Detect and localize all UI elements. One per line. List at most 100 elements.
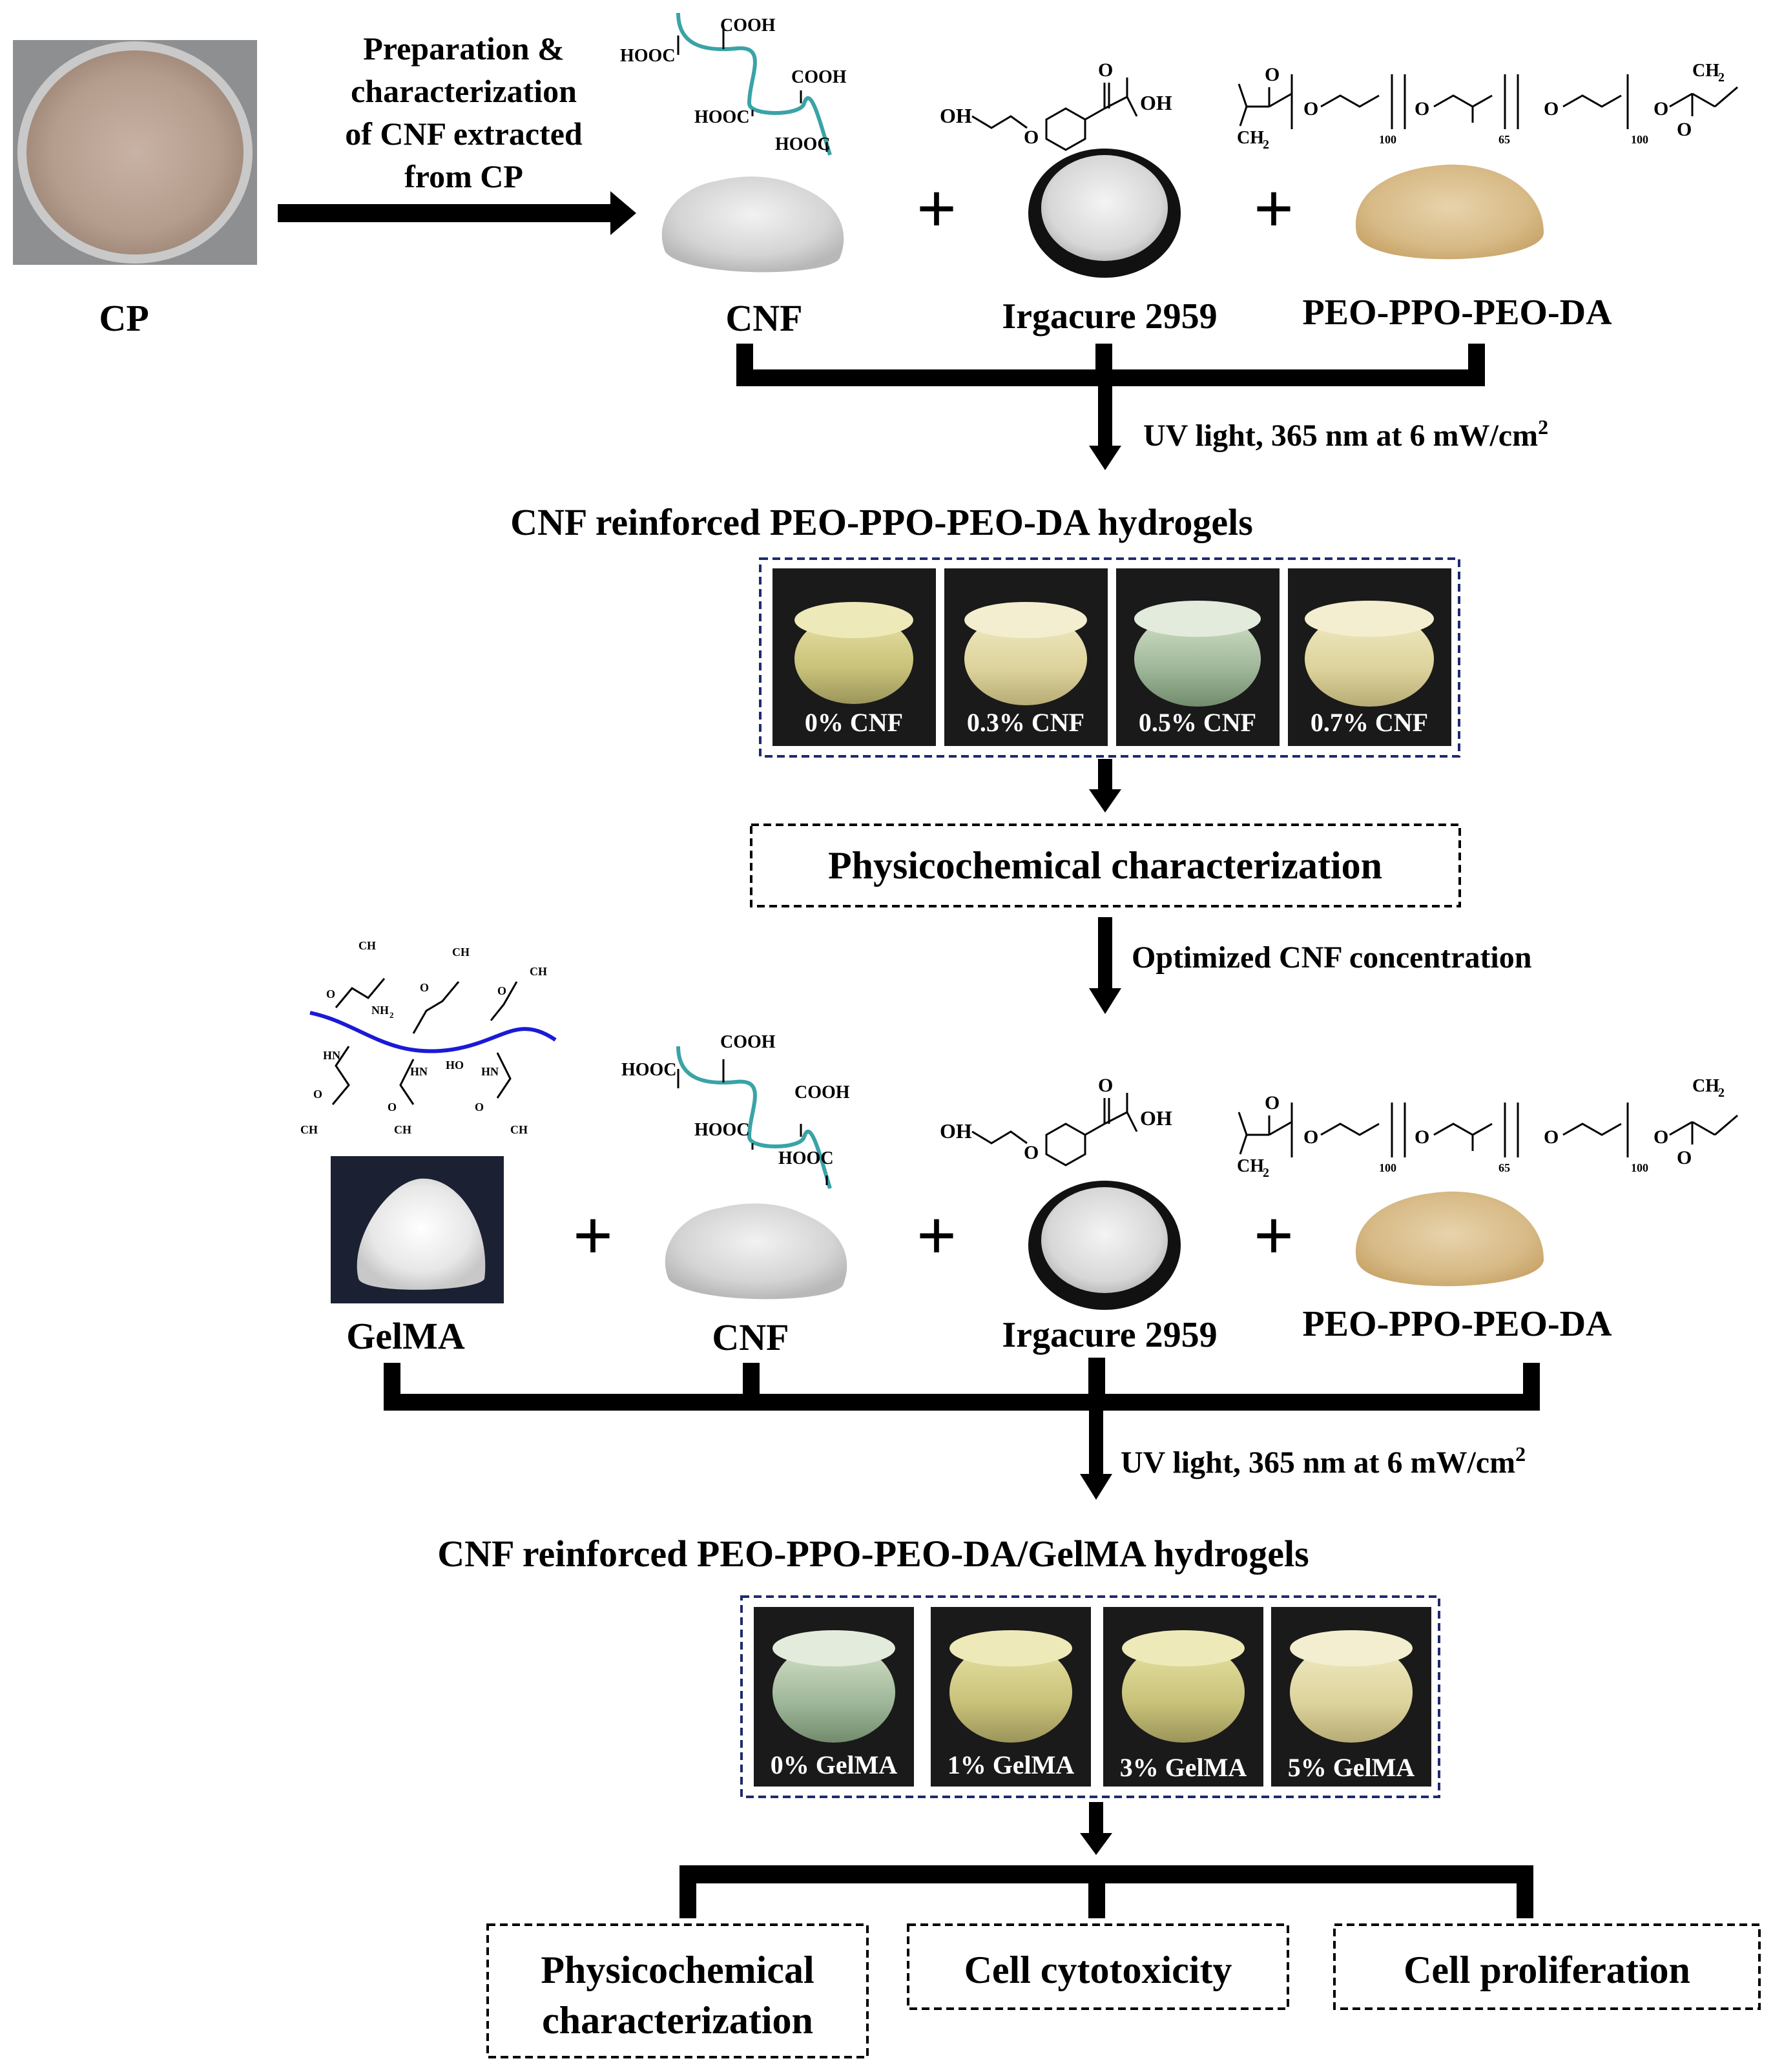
irgacure-dish-1 <box>1028 149 1181 278</box>
extraction-text-line2: characterization <box>351 73 577 109</box>
ketone-o: O <box>1098 1075 1113 1096</box>
physico-label-2-line2: characterization <box>542 1999 813 2042</box>
n100-b: 100 <box>1631 1161 1648 1174</box>
gelma-nh2: NH <box>371 1004 389 1017</box>
hydrogel-frame-1 <box>759 557 1460 758</box>
hydrogel-sample-4: 0.7% CNF <box>1288 568 1451 746</box>
cnf-powder-1 <box>661 176 844 273</box>
ch2-left: CH <box>1237 1156 1264 1176</box>
uv-label-1: UV light, 365 nm at 6 mW/cm2 <box>1143 415 1548 453</box>
hydrogel-sample-2: 0.3% CNF <box>944 568 1108 746</box>
physico-label-1: Physicochemical characterization <box>828 844 1382 887</box>
gelma-ho: HO <box>446 1059 464 1072</box>
sample-label: 0.3% CNF <box>967 708 1084 737</box>
gelma-ch3: CH <box>394 1123 411 1136</box>
peo-ppo-peo-da-structure-2: CH 2 O O 100 O 65 O 100 O O CH 2 <box>1237 1076 1738 1180</box>
carbonyl-o-left: O <box>1265 64 1280 85</box>
gelma-carbonyl-o: O <box>313 1088 322 1101</box>
gelma-hydrogel-sample-1: 0% GelMA <box>754 1607 914 1787</box>
n100-a: 100 <box>1379 133 1396 146</box>
arrow-to-physico-1 <box>1089 759 1121 813</box>
hydrogel-sample-3: 0.5% CNF <box>1116 568 1280 746</box>
product-title-2: CNF reinforced PEO-PPO-PEO-DA/GelMA hydr… <box>437 1533 1309 1575</box>
proliferation-box <box>1333 1923 1761 2010</box>
sample-label: 0.5% CNF <box>1139 708 1256 737</box>
gelma-hydrogel-sample-3: 3% GelMA <box>1103 1607 1263 1787</box>
carbonyl-o-left: O <box>1265 1092 1280 1114</box>
peo-o: O <box>1544 1126 1559 1148</box>
uv-sup-1: 2 <box>1538 415 1548 439</box>
hooc-label: HOOC <box>620 46 676 66</box>
cnf-structure-2: COOH HOOC COOH HOOC HOOC <box>621 1032 850 1189</box>
sample-label: 1% GelMA <box>948 1750 1075 1779</box>
carbonyl-o-right: O <box>1677 1147 1692 1168</box>
n100-a: 100 <box>1379 1161 1396 1174</box>
ether-o: O <box>1024 127 1039 148</box>
arrow-optimized <box>1089 917 1121 1014</box>
gelma-photo <box>331 1156 504 1303</box>
oh-left: OH <box>940 1119 972 1143</box>
ch2-right-sub: 2 <box>1718 1086 1725 1100</box>
hooc-label: HOOC <box>775 134 831 154</box>
peo-label-1: PEO-PPO-PEO-DA <box>1302 293 1612 333</box>
peo-label-2: PEO-PPO-PEO-DA <box>1302 1304 1612 1344</box>
extraction-arrow <box>278 191 636 235</box>
gelma-nh2-sub: 2 <box>389 1010 394 1020</box>
peo-ppo-peo-da-structure-1: CH 2 O O 100 O 65 O 100 O O CH 2 <box>1237 61 1738 152</box>
gelma-carbonyl-o: O <box>497 984 506 997</box>
cp-petri-dish-photo <box>13 40 257 265</box>
gelma-carbonyl-o: O <box>420 981 429 994</box>
ester-o-right: O <box>1654 98 1668 119</box>
extraction-text-line4: from CP <box>404 158 523 194</box>
oh-left: OH <box>940 104 972 127</box>
sample-label: 5% GelMA <box>1288 1753 1415 1782</box>
ppo-o: O <box>1415 98 1429 119</box>
physico-box-1 <box>750 824 1461 907</box>
collector-bracket-1 <box>736 344 1485 470</box>
gelma-ch3: CH <box>510 1123 528 1136</box>
peo-o: O <box>1544 98 1559 119</box>
irgacure-label-1: Irgacure 2959 <box>1002 296 1217 337</box>
hooc-label: HOOC <box>778 1148 834 1168</box>
gelma-hn: HN <box>481 1065 499 1078</box>
ch2-left: CH <box>1237 128 1264 148</box>
gelma-hydrogel-sample-2: 1% GelMA <box>931 1607 1091 1787</box>
ch2-right-sub: 2 <box>1718 70 1725 85</box>
uv-label-2: UV light, 365 nm at 6 mW/cm2 <box>1121 1442 1526 1480</box>
sample-label: 0% GelMA <box>771 1750 898 1779</box>
uv-sup-2: 2 <box>1515 1442 1526 1466</box>
gelma-hn: HN <box>410 1065 428 1078</box>
plus-sign: + <box>917 169 957 248</box>
gelma-ch3: CH <box>530 965 547 978</box>
cooh-label: COOH <box>791 67 847 87</box>
ch2-right: CH <box>1692 1076 1719 1096</box>
oh-right: OH <box>1140 1106 1172 1130</box>
product-title-1: CNF reinforced PEO-PPO-PEO-DA hydrogels <box>510 501 1253 543</box>
plus-sign: + <box>1254 169 1294 248</box>
cnf-label-1: CNF <box>725 297 802 339</box>
gelma-carbonyl-o: O <box>388 1101 397 1114</box>
gelma-ch3: CH <box>358 939 376 952</box>
cp-label: CP <box>99 297 149 339</box>
physico-box-2 <box>486 1923 869 2058</box>
irgacure-label-2: Irgacure 2959 <box>1002 1315 1217 1355</box>
optimized-label: Optimized CNF concentration <box>1132 940 1531 975</box>
ppo-o: O <box>1415 1126 1429 1148</box>
extraction-text-line1: Preparation & <box>363 30 565 67</box>
hydrogel-sample-1: 0% CNF <box>772 568 936 746</box>
oh-right: OH <box>1140 91 1172 114</box>
physico-label-2-line1: Physicochemical <box>541 1949 814 1991</box>
cooh-label: COOH <box>720 16 776 36</box>
gelma-hydrogel-sample-4: 5% GelMA <box>1271 1607 1431 1787</box>
gelma-ch3: CH <box>300 1123 318 1136</box>
plus-sign: + <box>573 1196 614 1275</box>
cnf-label-2: CNF <box>712 1316 789 1358</box>
peo-ppo-peo-da-powder-2 <box>1355 1191 1544 1287</box>
extraction-text-line3: of CNF extracted <box>345 116 583 152</box>
sample-label: 0% CNF <box>805 708 903 737</box>
ether-o: O <box>1024 1142 1039 1163</box>
ester-o-left: O <box>1303 1126 1318 1148</box>
n65: 65 <box>1498 133 1510 146</box>
cnf-powder-2 <box>665 1203 847 1300</box>
hooc-label: HOOC <box>694 1120 750 1140</box>
